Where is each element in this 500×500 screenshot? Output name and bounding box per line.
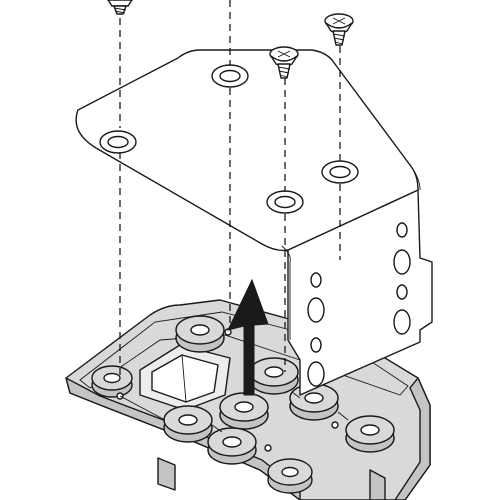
- boss-8: [345, 415, 395, 453]
- bracket-side-flange: [287, 189, 433, 396]
- screw-icon: [324, 13, 354, 46]
- boss-2: [249, 357, 299, 395]
- bracket-hole-1: [99, 130, 137, 154]
- boss-4: [219, 392, 269, 430]
- screw-icon: [107, 0, 133, 15]
- up-arrow-icon: [227, 278, 269, 396]
- flange-hole: [307, 297, 325, 323]
- base-plate-rim: [79, 311, 409, 396]
- bracket-hole-4: [321, 160, 359, 184]
- boss-7: [289, 383, 339, 421]
- flange-hole: [396, 284, 408, 300]
- screw-icon: [269, 46, 299, 79]
- bracket-top-plate: [75, 49, 419, 252]
- boss-6: [207, 427, 257, 465]
- l-bracket: [75, 49, 433, 396]
- base-clip: [157, 457, 176, 491]
- bracket-hole-2: [211, 64, 249, 88]
- flange-hole: [393, 309, 411, 335]
- flange-hole: [310, 337, 322, 353]
- flange-hole: [396, 222, 408, 238]
- bracket-hole-3: [266, 190, 304, 214]
- flange-hole: [307, 361, 325, 387]
- boss-1: [175, 315, 225, 353]
- base-plate-side-face: [394, 377, 431, 500]
- boss-9: [267, 458, 313, 494]
- boss-3: [91, 365, 133, 398]
- base-plate-front-face: [65, 377, 301, 500]
- alignment-lines: [119, 0, 341, 378]
- boss-5: [163, 405, 213, 443]
- flange-hole: [393, 249, 411, 275]
- flange-hole: [310, 272, 322, 288]
